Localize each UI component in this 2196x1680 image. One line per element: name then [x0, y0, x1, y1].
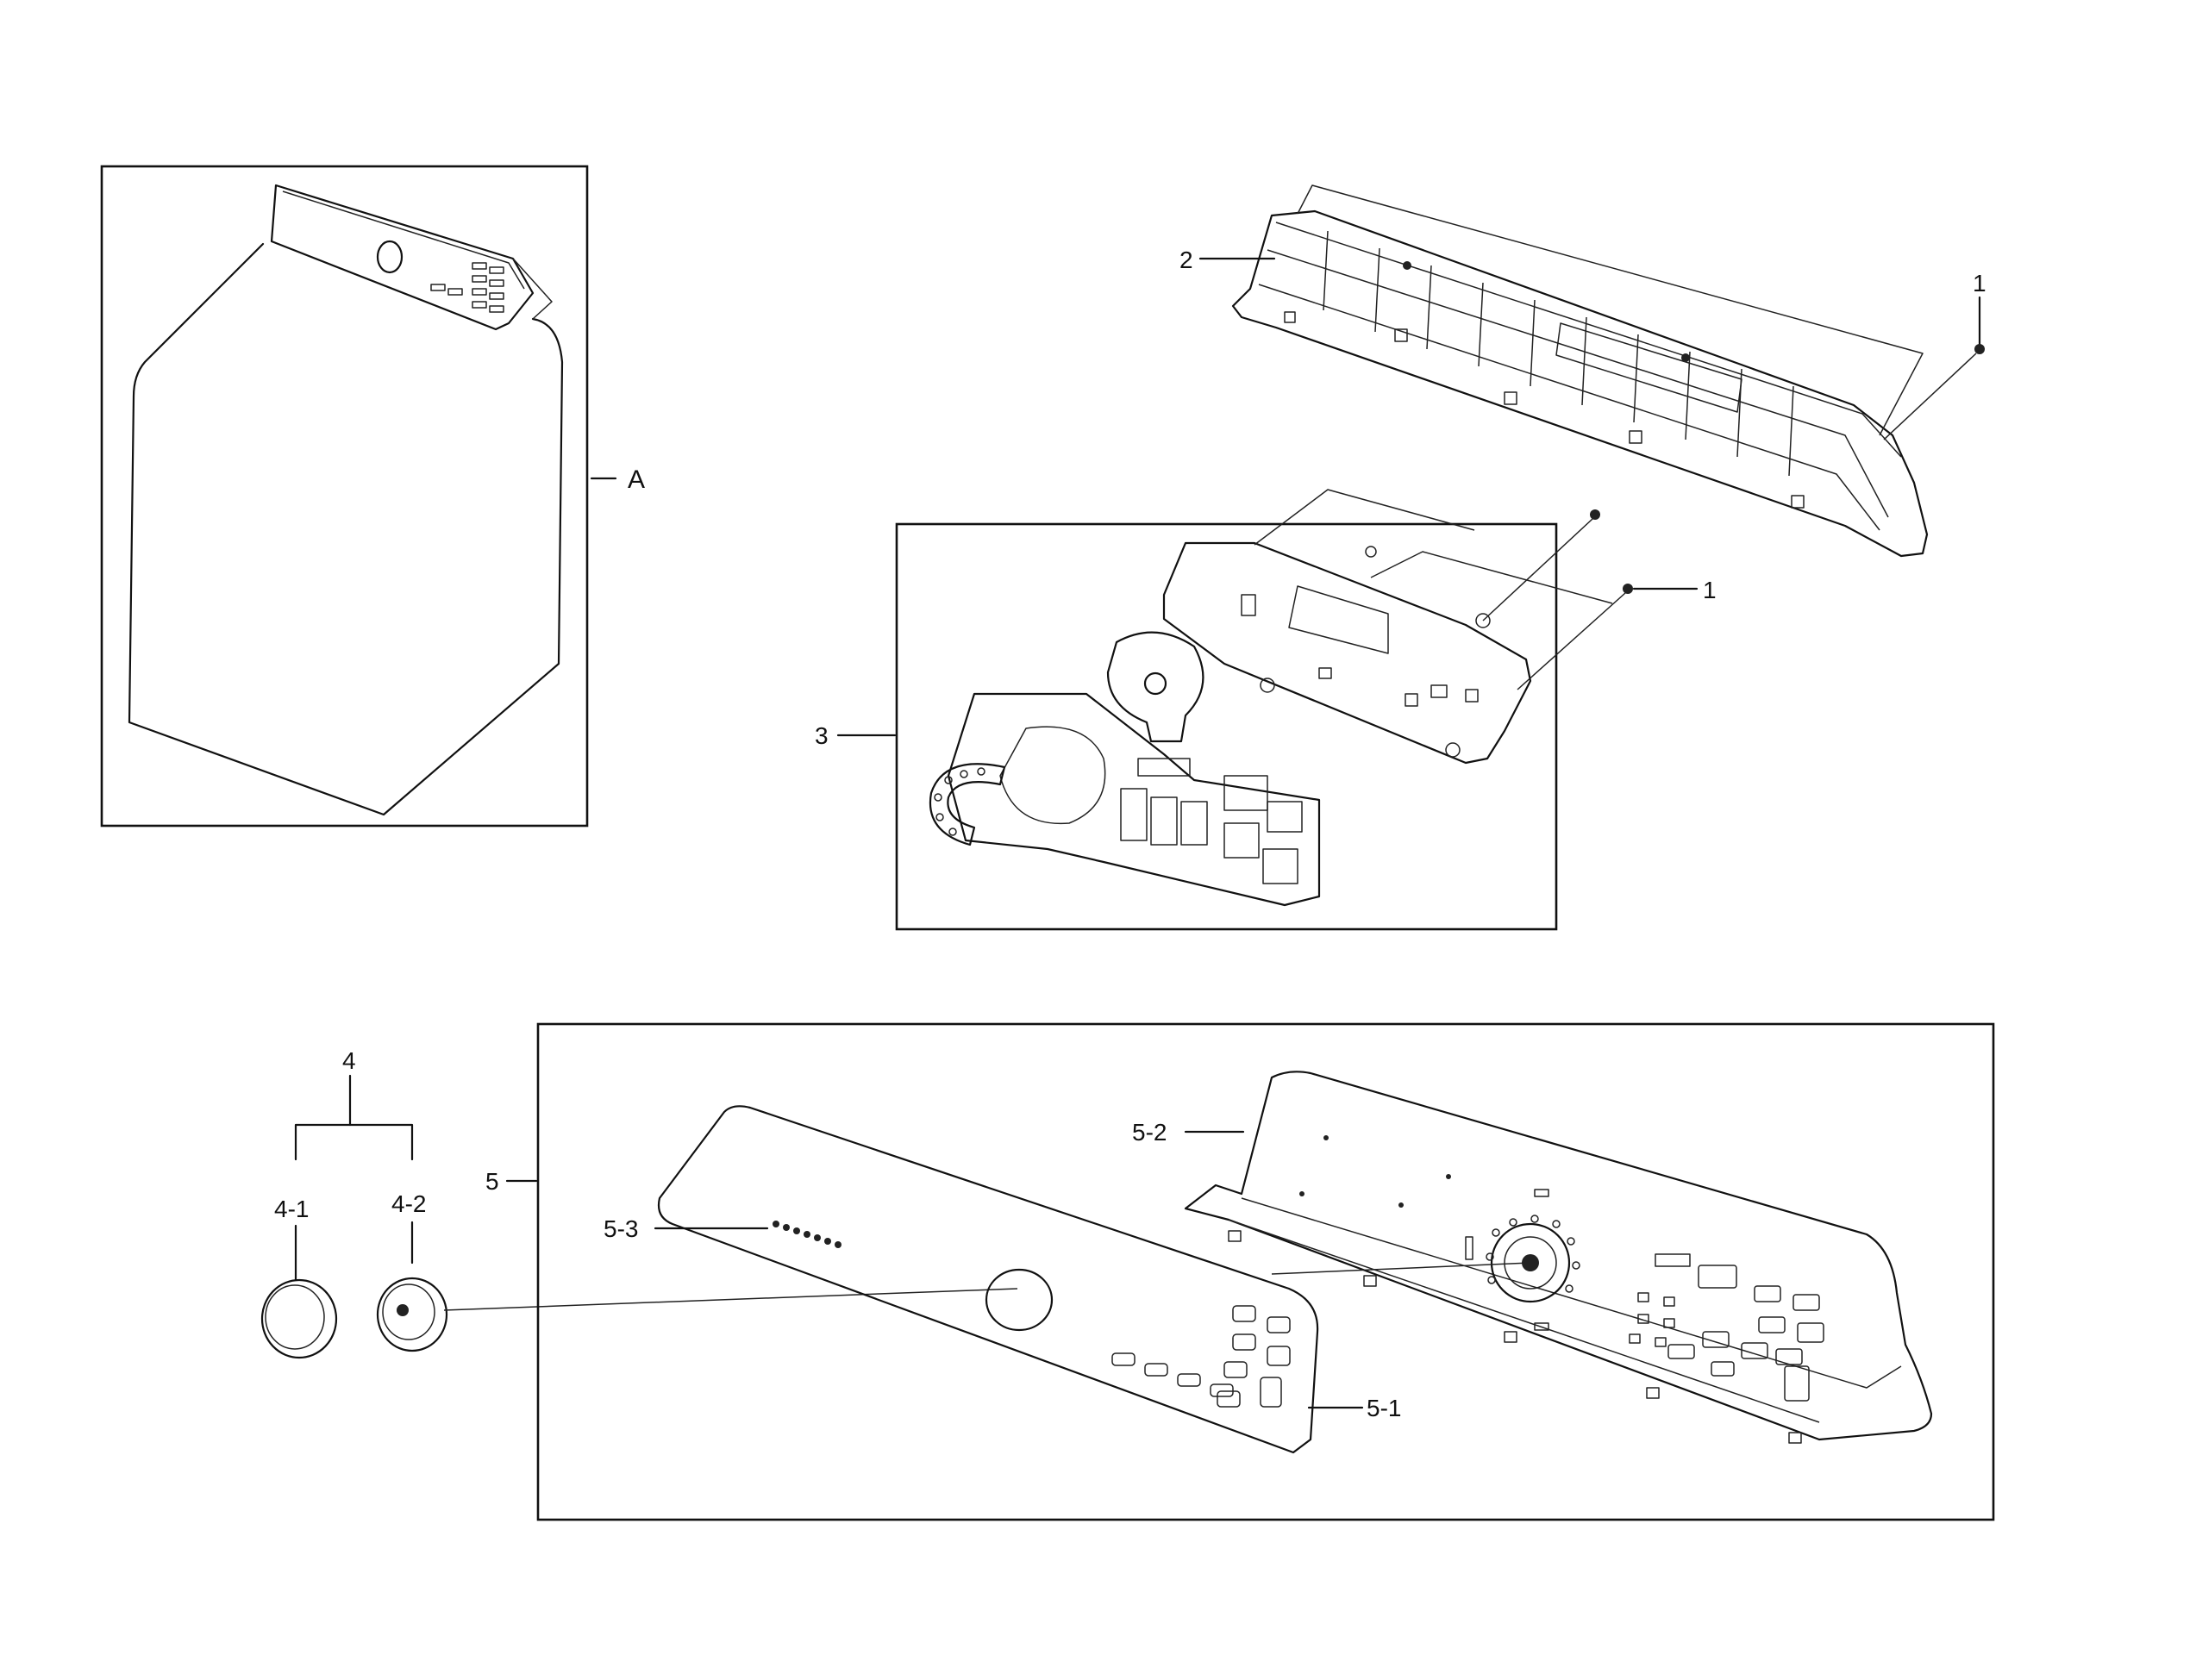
frame-inner-mid [1267, 249, 1889, 518]
housing-buttons [1465, 1189, 1824, 1402]
sub-pcb-buttons [1120, 758, 1303, 884]
sub-pcb [947, 692, 1321, 907]
knob-base-outer [376, 1277, 448, 1352]
housing-bottom-edge [1228, 1219, 1820, 1423]
sub-pcb-dial-cutout [999, 726, 1106, 825]
label-part-5-1: 5-1 [1367, 1395, 1401, 1421]
sub-pcb-outline [947, 692, 1321, 907]
frame-outline [1231, 209, 1929, 558]
knob-cap [260, 1278, 338, 1359]
pcb-connector-lines-2 [1370, 551, 1613, 604]
bracket-part-4 [294, 1123, 414, 1161]
frame-illustration [1231, 209, 1929, 558]
frame-tabs [1284, 311, 1805, 509]
overlay-outline [657, 1105, 1319, 1454]
washer-lid-outline [128, 242, 564, 816]
overlay-logo-dots [773, 1221, 841, 1248]
knob-cap-outer [260, 1278, 338, 1359]
dial-encoder-outline [1106, 631, 1204, 743]
frame-window [1555, 322, 1742, 413]
housing-dial-ring [1486, 1215, 1580, 1303]
assembly-a-group: A [100, 165, 645, 828]
frame-inner-low [1258, 284, 1880, 531]
panel-housing-5-2 [1184, 1071, 1933, 1444]
panel-end-cap [512, 258, 553, 320]
knob-axis-line [443, 1288, 1018, 1311]
part-3-box [895, 522, 1558, 931]
pcb-components [1241, 546, 1491, 758]
screw-part-1-mid [1623, 584, 1633, 594]
label-a: A [628, 465, 645, 494]
overlay-buttons [1111, 1305, 1291, 1408]
leader-part-1-mid-b [1517, 592, 1626, 690]
part-5-panel-group: 5 5-3 5-1 [485, 1022, 1995, 1521]
washer-top-illustration [128, 184, 564, 816]
label-part-5-3: 5-3 [604, 1215, 638, 1242]
part-5-box [536, 1022, 1995, 1521]
label-part-2: 2 [1179, 247, 1193, 273]
screw-pcb-top [1590, 509, 1600, 520]
dial-encoder [1106, 631, 1204, 743]
part-3-pcb-group: 3 [815, 489, 1717, 931]
panel-top-edge [282, 190, 525, 290]
knob-cap-inner [265, 1284, 325, 1350]
label-part-3: 3 [815, 722, 829, 749]
label-part-1-top: 1 [1973, 270, 1986, 297]
housing-face-edge [1241, 1197, 1902, 1389]
frame-connector-lines [1297, 184, 1924, 436]
leader-part-1-top-b [1883, 353, 1977, 440]
panel-axis-line [1271, 1262, 1531, 1275]
label-part-5: 5 [485, 1168, 499, 1195]
part-4-knob-group: 4 4-1 4-2 [260, 1047, 1018, 1359]
label-part-4-1: 4-1 [274, 1196, 309, 1222]
label-part-4-2: 4-2 [391, 1190, 426, 1217]
led-ring-outline [929, 763, 1006, 846]
panel-overlay-5-1 [657, 1105, 1319, 1454]
frame-screw-hole [1403, 261, 1411, 270]
label-part-4: 4 [342, 1047, 356, 1074]
housing-dial-outer [1490, 1222, 1571, 1303]
knob-base-shaft [397, 1304, 409, 1316]
panel-dial [376, 240, 404, 274]
pcb-display-window [1288, 585, 1389, 654]
housing-tabs [1228, 1230, 1802, 1444]
housing-face-dots [1299, 1135, 1451, 1208]
knob-base [376, 1277, 448, 1352]
label-part-5-2: 5-2 [1132, 1119, 1167, 1146]
main-pcb-outline [1162, 541, 1532, 765]
knob-base-inner [382, 1283, 435, 1340]
overlay-dial-hole [985, 1268, 1054, 1332]
pcb-connector-lines [1254, 489, 1475, 546]
panel-buttons [430, 262, 504, 313]
assembly-a-box [100, 165, 589, 828]
screw-part-1-top [1974, 344, 1985, 354]
frame-screw-hole-2 [1681, 353, 1690, 362]
label-part-1-mid: 1 [1703, 577, 1717, 603]
led-ring [929, 763, 1006, 846]
part-2-frame-group: 2 1 [1179, 184, 1986, 558]
dial-encoder-center [1143, 671, 1167, 696]
frame-inner-top [1275, 222, 1902, 458]
main-pcb [1162, 541, 1532, 765]
screw-pcb-top-leader [1482, 518, 1593, 621]
frame-ribs [1323, 230, 1794, 477]
housing-outline [1184, 1071, 1933, 1441]
